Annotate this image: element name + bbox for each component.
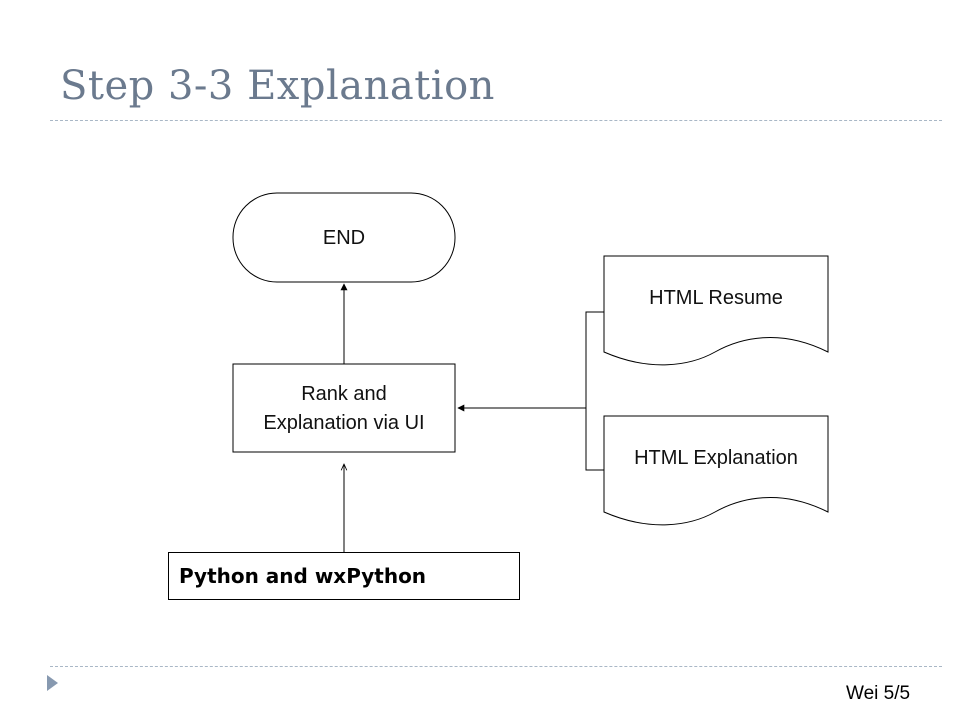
slide-title: Step 3-3 Explanation [60,63,495,109]
doc-html-resume [603,255,829,366]
triangle-bullet-icon [47,675,58,691]
process-box [232,363,456,453]
doc-connector-bracket [585,311,604,471]
slide-footer: Wei 5/5 [846,683,911,704]
doc-html-explanation-label: HTML Explanation [634,447,798,469]
process-label-line2: Explanation via UI [263,412,424,434]
doc-html-explanation [603,415,829,526]
doc-html-resume-label: HTML Resume [649,287,783,309]
process-label-line1: Rank and [301,383,387,405]
end-terminal [232,192,456,283]
technology-note-box: Python and wxPython [168,552,520,600]
footer-divider [50,666,942,667]
title-divider [50,120,942,121]
end-terminal-label: END [323,227,365,249]
technology-note-label: Python and wxPython [179,564,427,588]
